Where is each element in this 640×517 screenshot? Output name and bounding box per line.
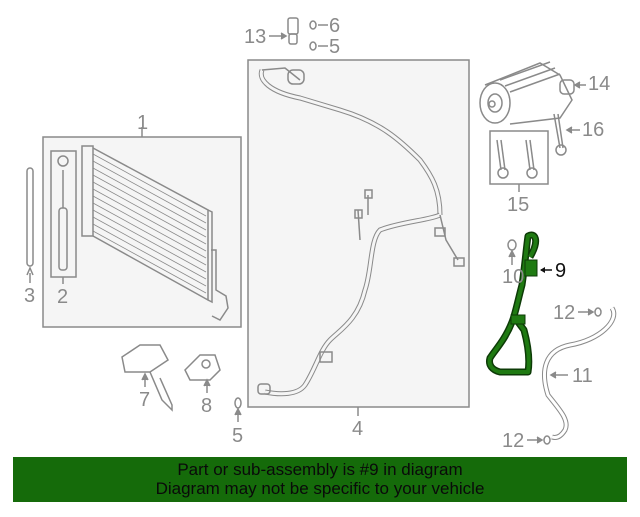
callout-7: 7 [139,389,151,411]
callout-4: 4 [352,418,364,440]
callout-12-bottom: 12 [502,430,525,452]
callout-3: 3 [24,285,36,307]
callout-6: 6 [329,15,341,37]
callout-8: 8 [201,395,213,417]
callout-15: 15 [507,194,530,216]
callout-9[interactable]: 9 [555,260,567,282]
callout-11: 11 [572,365,593,387]
callout-12-top: 12 [553,302,576,324]
banner-line-disclaimer: Diagram may not be specific to your vehi… [155,479,485,498]
callout-14: 14 [588,73,611,95]
callout-5-bottom: 5 [232,425,244,447]
callout-10: 10 [502,266,525,288]
callout-5-top: 5 [329,36,341,58]
callout-2: 2 [57,286,69,308]
callout-16: 16 [582,119,605,141]
hose-group-box [247,59,470,408]
notice-banner: Part or sub-assembly is #9 in diagram Di… [13,457,627,502]
banner-line-part: Part or sub-assembly is #9 in diagram [177,460,463,479]
highlighted-part-9 [486,231,552,376]
callout-1: 1 [137,112,149,134]
callout-13: 13 [244,26,267,48]
